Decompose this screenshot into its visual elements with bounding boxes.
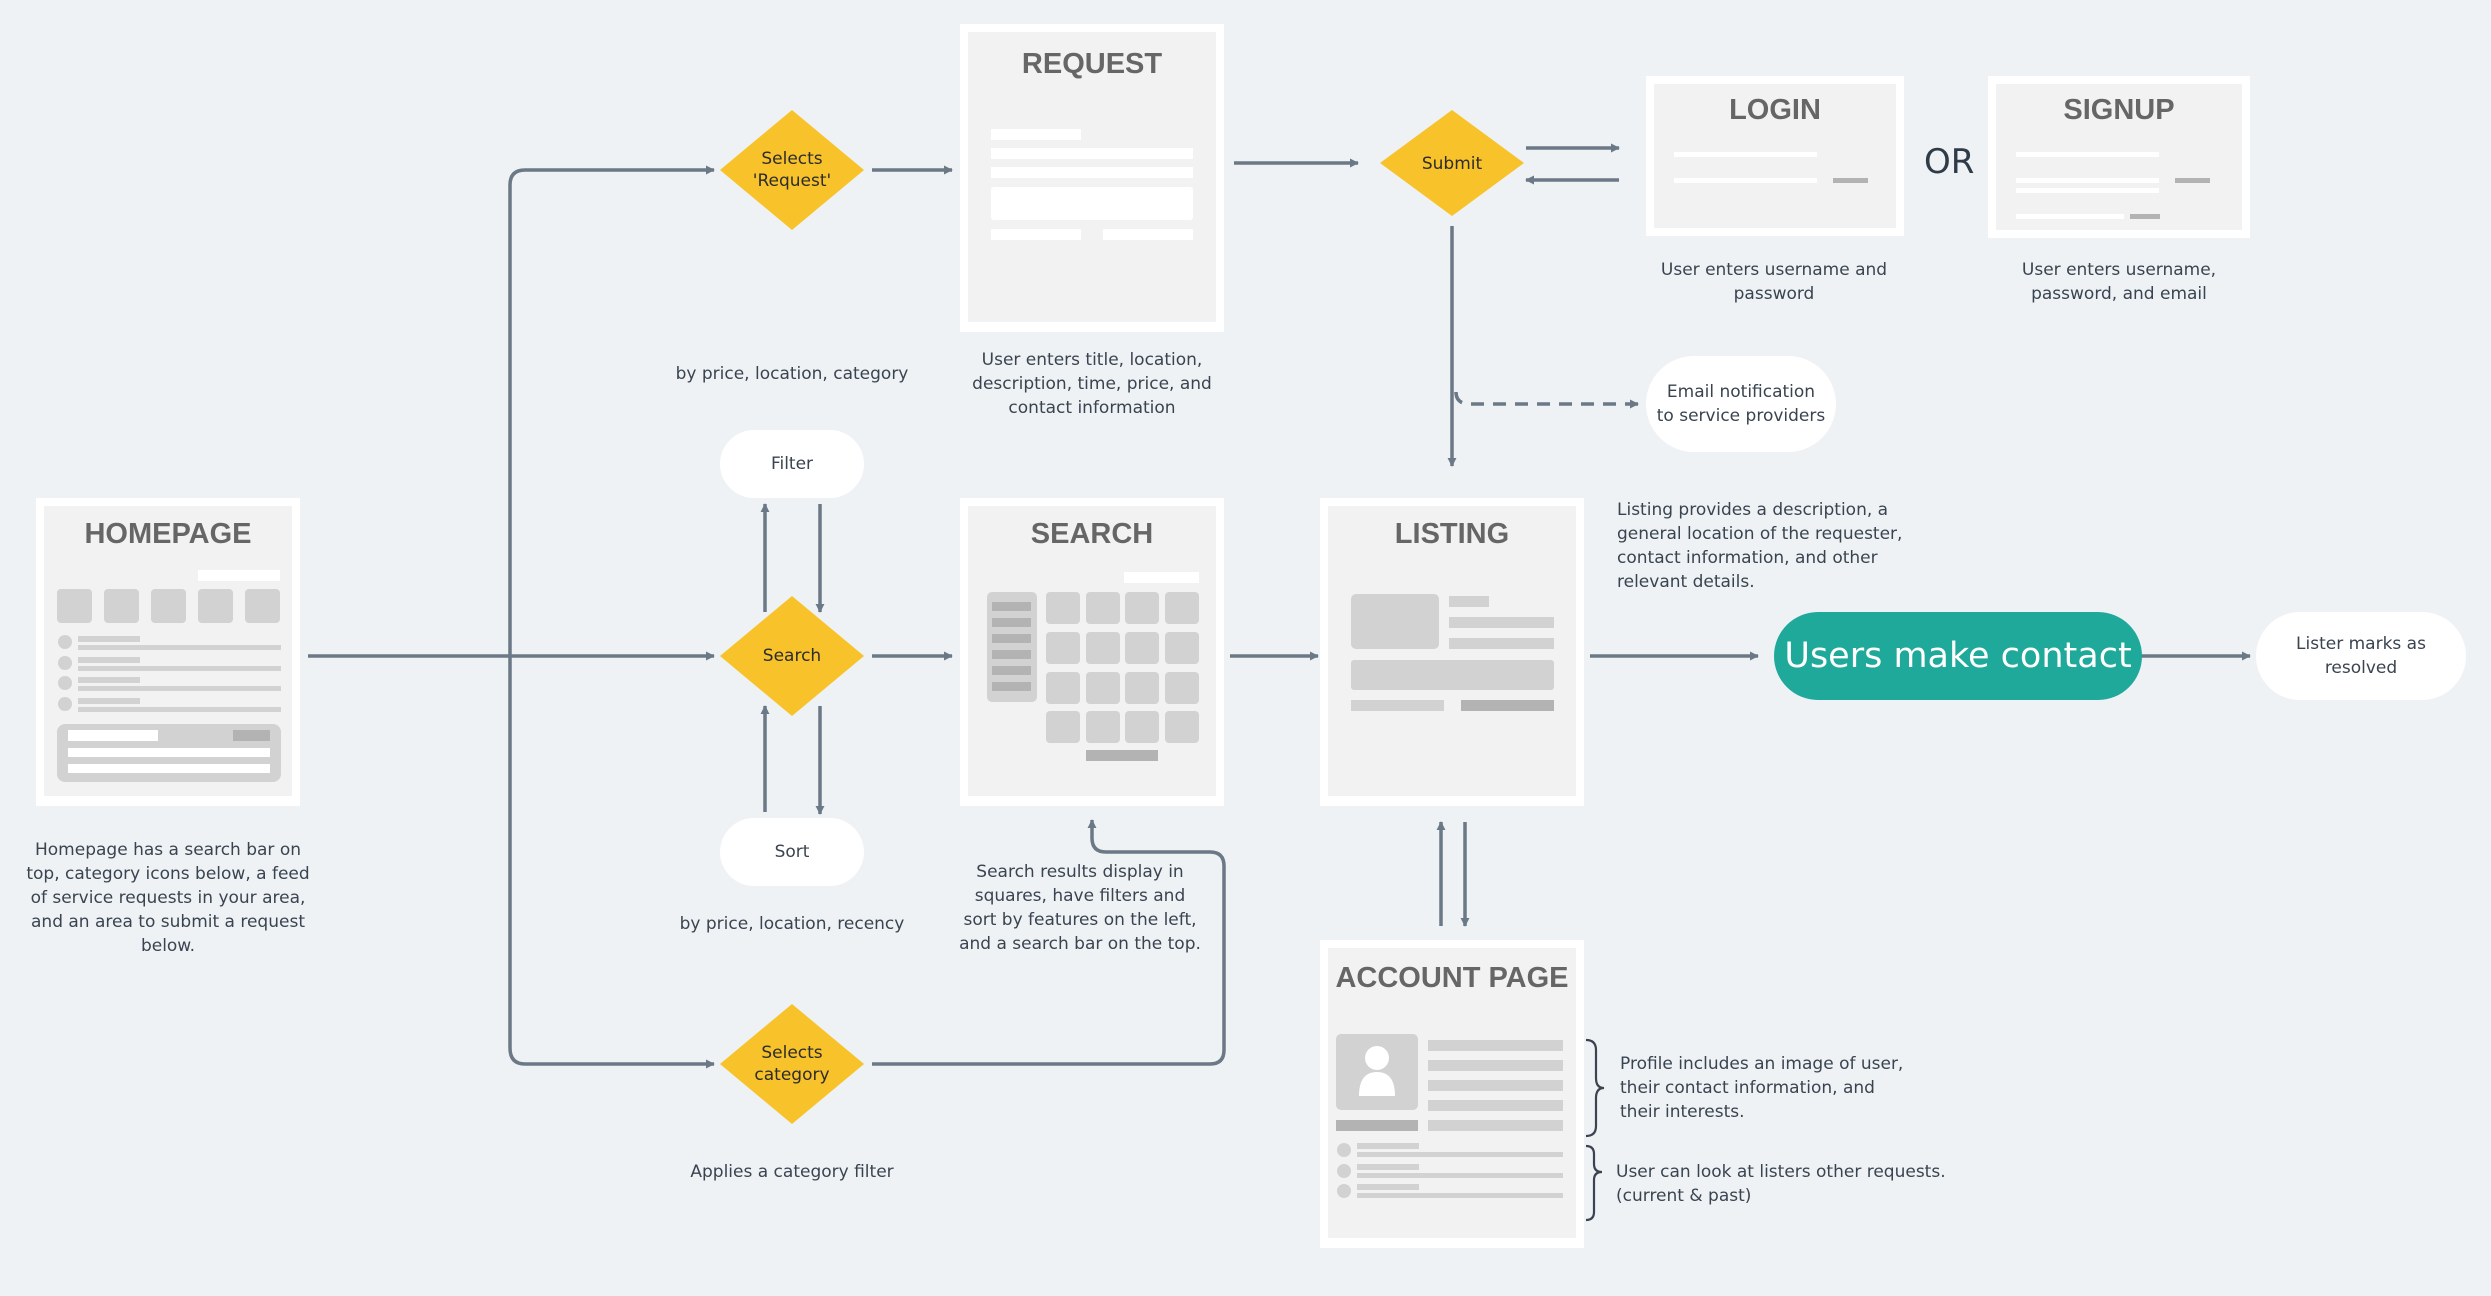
email-notification-label: Email notification to service providers xyxy=(1656,382,1826,426)
users-make-contact-label: Users make contact xyxy=(1784,636,2132,676)
listing-title: LISTING xyxy=(1394,518,1510,550)
search-title: SEARCH xyxy=(1030,518,1154,550)
sort-by-note: by price, location, recency xyxy=(679,914,905,934)
lister-resolved-label: Lister marks as resolved xyxy=(2296,634,2426,678)
account-page-title: ACCOUNT PAGE xyxy=(1335,962,1569,994)
decision-selects-category-label: Selects category xyxy=(754,1043,830,1085)
request-caption: User enters title, location, description… xyxy=(972,350,1212,418)
login-caption: User enters username and password xyxy=(1660,260,1888,304)
connector-submit-to-email xyxy=(1454,391,1639,409)
decision-submit xyxy=(1380,110,1524,216)
login-title: LOGIN xyxy=(1729,94,1821,126)
decision-selects-category xyxy=(720,1004,864,1124)
requests-brace xyxy=(1585,1144,1603,1222)
users-make-contact-pill xyxy=(1774,612,2142,700)
or-label: OR xyxy=(1924,142,1975,182)
profile-note: Profile includes an image of user, their… xyxy=(1620,1054,1904,1122)
email-notification-pill xyxy=(1646,356,1836,452)
requests-note: User can look at listers other requests.… xyxy=(1616,1162,1946,1206)
connectors xyxy=(308,143,2251,1069)
connector-branch-to-request xyxy=(508,165,715,656)
filter-pill xyxy=(720,430,864,498)
request-title: REQUEST xyxy=(1021,48,1163,80)
braces xyxy=(1585,1038,1605,1222)
decision-selects-request xyxy=(720,110,864,230)
request-screen xyxy=(960,24,1224,332)
sort-pill-label: Sort xyxy=(774,842,810,862)
decision-selects-request-label: Selects 'Request' xyxy=(752,149,832,191)
homepage-title: HOMEPAGE xyxy=(84,518,252,550)
category-filter-note: Applies a category filter xyxy=(690,1162,894,1182)
lister-resolved-pill xyxy=(2256,612,2466,700)
filter-by-note: by price, location, category xyxy=(675,364,909,384)
homepage-caption: Homepage has a search bar on top, catego… xyxy=(26,840,310,956)
sort-pill xyxy=(720,818,864,886)
filter-pill-label: Filter xyxy=(770,454,814,474)
user-silhouette-icon xyxy=(1359,1046,1395,1096)
account-page-screen xyxy=(1320,940,1584,1248)
connector-branch-to-category xyxy=(508,656,715,1069)
listing-caption: Listing provides a description, a genera… xyxy=(1617,500,1903,592)
signup-screen xyxy=(1988,76,2250,238)
profile-brace xyxy=(1585,1038,1605,1138)
search-caption: Search results display in squares, have … xyxy=(959,862,1201,954)
decision-search-label: Search xyxy=(762,646,822,666)
signup-caption: User enters username, password, and emai… xyxy=(2021,260,2217,304)
signup-title: SIGNUP xyxy=(2063,94,2175,126)
login-screen xyxy=(1646,76,1904,236)
connector-category-to-search xyxy=(872,819,1226,1066)
decision-search xyxy=(720,596,864,716)
search-screen xyxy=(960,498,1224,806)
listing-screen xyxy=(1320,498,1584,806)
decision-submit-label: Submit xyxy=(1421,154,1483,174)
homepage-screen xyxy=(36,498,300,806)
